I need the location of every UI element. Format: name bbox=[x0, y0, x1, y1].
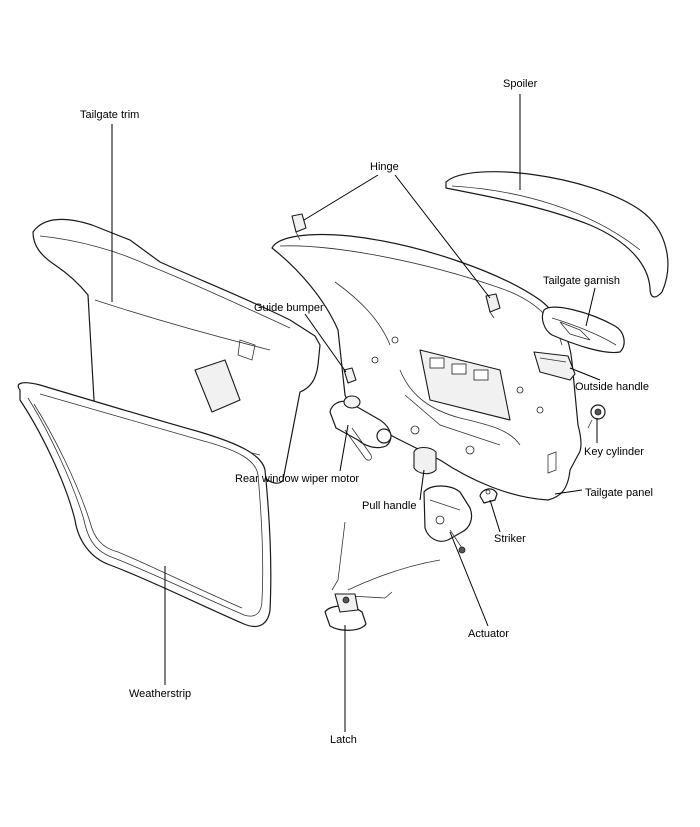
label-spoiler: Spoiler bbox=[503, 78, 538, 90]
latch-part bbox=[324, 521, 441, 631]
tailgate-garnish-part bbox=[541, 306, 625, 354]
label-latch: Latch bbox=[330, 734, 357, 746]
label-actuator: Actuator bbox=[468, 628, 509, 640]
label-key-cylinder: Key cylinder bbox=[584, 446, 644, 458]
label-hinge: Hinge bbox=[370, 161, 399, 173]
rear-window-wiper-motor-part bbox=[329, 395, 392, 461]
striker-part bbox=[479, 488, 498, 504]
leader-lines bbox=[111, 94, 601, 732]
label-pull-handle: Pull handle bbox=[362, 500, 417, 512]
label-tailgate-panel: Tailgate panel bbox=[585, 487, 653, 499]
label-rear-window-wiper-motor: Rear window wiper motor bbox=[235, 473, 360, 485]
outside-handle-part bbox=[533, 351, 576, 381]
label-guide-bumper: Guide bumper bbox=[254, 302, 324, 314]
hinge-right-part bbox=[485, 293, 501, 319]
weatherstrip-part bbox=[17, 382, 272, 628]
pull-handle-part bbox=[413, 446, 437, 475]
label-tailgate-garnish: Tailgate garnish bbox=[543, 275, 621, 287]
spoiler-part bbox=[445, 171, 669, 298]
label-tailgate-trim: Tailgate trim bbox=[80, 109, 140, 121]
label-striker: Striker bbox=[494, 533, 526, 545]
label-weatherstrip: Weatherstrip bbox=[129, 688, 192, 700]
label-outside-handle: Outside handle bbox=[575, 381, 649, 393]
hinge-left-part bbox=[291, 213, 307, 241]
guide-bumper-part bbox=[343, 367, 357, 384]
actuator-part bbox=[423, 485, 473, 554]
key-cylinder-part bbox=[587, 404, 606, 429]
